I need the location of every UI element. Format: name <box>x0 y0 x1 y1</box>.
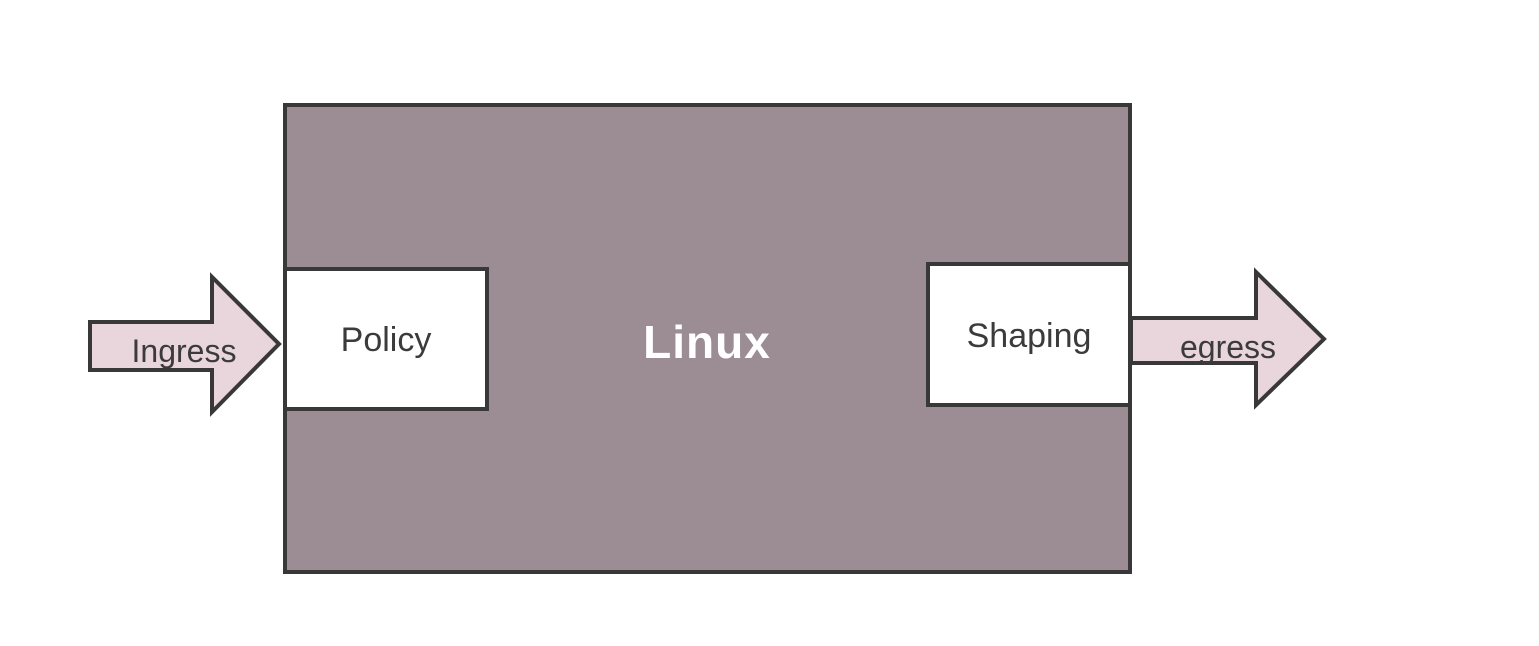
policy-label: Policy <box>341 321 432 359</box>
ingress-label: Ingress <box>132 333 237 369</box>
ingress-arrow <box>88 272 282 417</box>
shaping-box <box>926 262 1132 407</box>
egress-label: egress <box>1180 329 1276 365</box>
linux-label: Linux <box>643 316 771 368</box>
egress-arrow <box>1129 267 1327 410</box>
shaping-label: Shaping <box>967 317 1092 355</box>
policy-box <box>283 267 489 411</box>
